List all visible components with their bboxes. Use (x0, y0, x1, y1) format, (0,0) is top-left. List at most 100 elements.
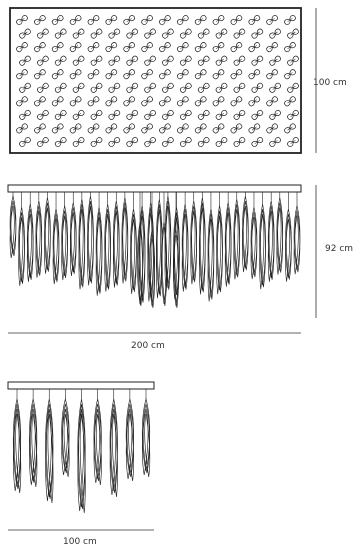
crystal-motif-icon (194, 123, 207, 134)
crystal-motif-icon (90, 55, 103, 66)
crystal-motif-icon (266, 123, 278, 134)
crystal-pendant-icon (242, 192, 249, 273)
crystal-pendant-icon (125, 389, 135, 482)
crystal-motif-icon (162, 55, 174, 66)
crystal-motif-icon (180, 137, 192, 147)
crystal-pendant-icon (207, 192, 215, 302)
crystal-motif-icon (233, 28, 246, 39)
crystal-motif-icon (144, 137, 156, 147)
crystal-pendant-icon (9, 192, 17, 259)
crystal-pendant-icon (233, 192, 241, 280)
crystal-motif-icon (72, 28, 85, 39)
crystal-motif-icon (16, 69, 28, 80)
small-pendant-group (12, 389, 151, 514)
crystal-motif-icon (123, 123, 135, 134)
crystal-motif-icon (87, 42, 100, 53)
crystal-motif-icon (37, 137, 49, 147)
crystal-motif-icon (51, 42, 64, 53)
crystal-motif-icon (90, 137, 103, 147)
crystal-motif-icon (87, 96, 100, 107)
crystal-motif-icon (72, 82, 85, 93)
crystal-motif-icon (251, 82, 264, 93)
crystal-motif-icon (19, 55, 31, 66)
crystal-motif-icon (126, 137, 138, 147)
crystal-motif-icon (51, 69, 64, 80)
crystal-pendant-icon (276, 192, 284, 275)
crystal-motif-icon (284, 42, 296, 53)
crystal-pendant-icon (293, 192, 301, 275)
crystal-motif-icon (108, 109, 121, 120)
crystal-motif-icon (105, 42, 118, 53)
crystal-motif-grid (16, 15, 299, 147)
crystal-motif-icon (34, 123, 46, 134)
crystal-motif-icon (215, 82, 228, 93)
crystal-pendant-icon (93, 389, 102, 486)
crystal-pendant-icon (199, 192, 206, 295)
crystal-motif-icon (126, 28, 138, 39)
crystal-motif-icon (284, 69, 296, 80)
crystal-motif-icon (123, 96, 135, 107)
crystal-motif-icon (177, 15, 189, 25)
crystal-motif-icon (233, 109, 246, 120)
small-ceiling-bar (7, 381, 155, 390)
large-ceiling-bar (7, 184, 302, 193)
crystal-motif-icon (54, 55, 67, 66)
crystal-pendant-icon (45, 389, 54, 504)
crystal-pendant-icon (136, 192, 144, 307)
crystal-motif-icon (248, 15, 261, 25)
crystal-motif-icon (230, 123, 243, 134)
large-elevation (7, 184, 302, 309)
crystal-motif-icon (248, 69, 261, 80)
crystal-motif-icon (19, 109, 31, 120)
crystal-motif-icon (177, 96, 189, 107)
crystal-motif-icon (141, 42, 153, 53)
crystal-pendant-icon (259, 192, 266, 290)
crystal-motif-icon (108, 28, 121, 39)
top-view-height-label: 100 cm (313, 78, 347, 88)
crystal-motif-icon (269, 109, 281, 120)
crystal-pendant-icon (250, 192, 258, 280)
crystal-motif-icon (248, 96, 261, 107)
crystal-motif-icon (69, 15, 82, 25)
crystal-motif-icon (287, 55, 299, 66)
crystal-motif-icon (16, 15, 28, 25)
crystal-motif-icon (16, 42, 28, 53)
crystal-motif-icon (141, 96, 153, 107)
crystal-motif-icon (144, 109, 156, 120)
crystal-motif-icon (230, 42, 243, 53)
crystal-pendant-icon (181, 192, 189, 292)
crystal-motif-icon (194, 69, 207, 80)
crystal-motif-icon (51, 123, 64, 134)
crystal-motif-icon (177, 123, 189, 134)
crystal-pendant-icon (26, 192, 34, 282)
crystal-motif-icon (248, 123, 261, 134)
crystal-motif-icon (230, 15, 243, 25)
small-elevation (7, 381, 155, 514)
crystal-motif-icon (287, 137, 299, 147)
crystal-motif-icon (194, 42, 207, 53)
crystal-motif-icon (177, 42, 189, 53)
crystal-motif-icon (287, 28, 299, 39)
crystal-motif-icon (180, 55, 192, 66)
crystal-motif-icon (266, 69, 278, 80)
crystal-motif-icon (162, 82, 174, 93)
crystal-motif-icon (54, 137, 67, 147)
crystal-motif-icon (123, 69, 135, 80)
crystal-motif-icon (180, 82, 192, 93)
crystal-motif-icon (251, 28, 264, 39)
crystal-motif-icon (269, 137, 281, 147)
crystal-motif-icon (141, 123, 153, 134)
crystal-motif-icon (251, 137, 264, 147)
crystal-motif-icon (180, 28, 192, 39)
crystal-motif-icon (194, 15, 207, 25)
crystal-motif-icon (90, 109, 103, 120)
crystal-motif-icon (34, 96, 46, 107)
small-width-label: 100 cm (63, 537, 97, 547)
crystal-motif-icon (69, 123, 82, 134)
crystal-motif-icon (248, 42, 261, 53)
crystal-pendant-icon (78, 192, 86, 290)
crystal-motif-icon (37, 28, 49, 39)
crystal-motif-icon (105, 123, 118, 134)
crystal-pendant-icon (160, 192, 168, 307)
